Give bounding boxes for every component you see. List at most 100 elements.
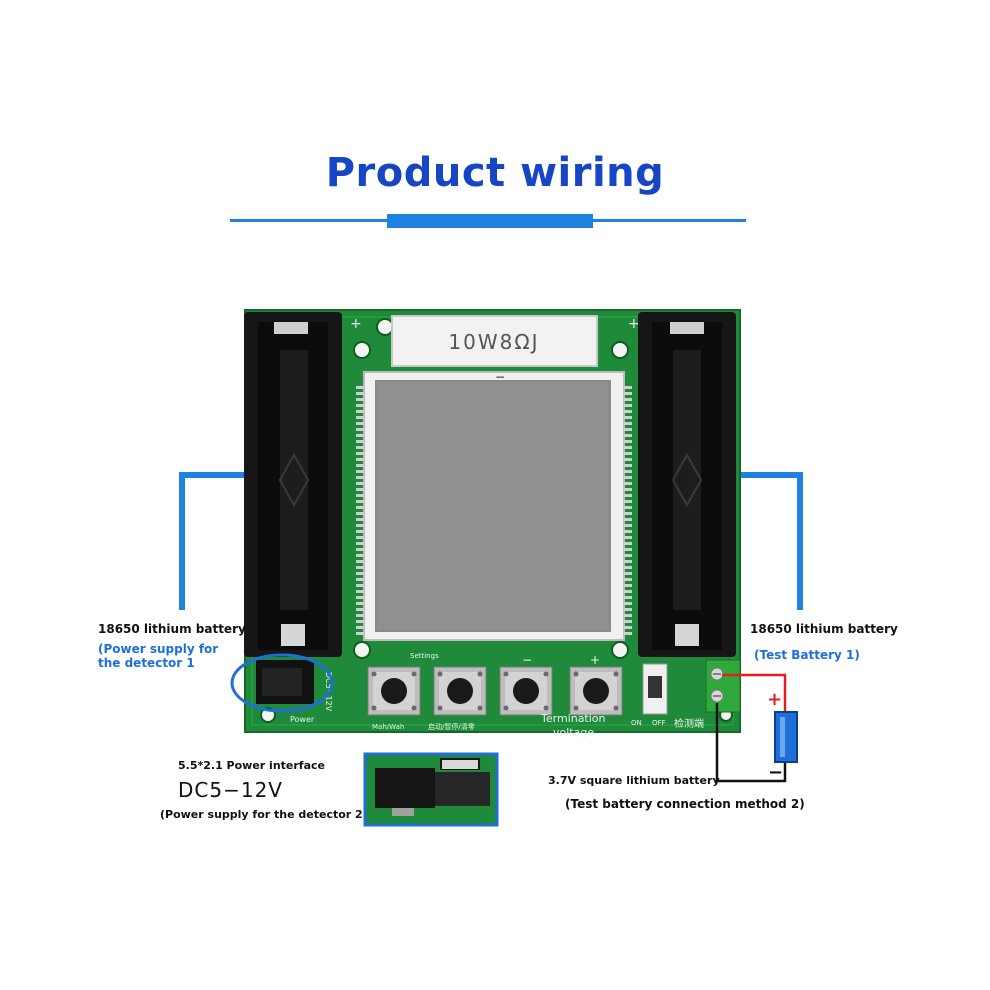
mount-hole <box>353 641 371 659</box>
lcd-pin <box>624 530 632 533</box>
right-battery-desc: (Test Battery 1) <box>754 648 860 662</box>
power-resistor: 10W8ΩJ <box>391 315 598 367</box>
red-wire <box>722 673 787 712</box>
lcd-pin <box>624 608 632 611</box>
lcd-pin <box>624 386 632 389</box>
lcd-pin <box>356 410 364 413</box>
lcd-pin <box>624 434 632 437</box>
lcd-pin <box>356 548 364 551</box>
lcd-pin <box>356 386 364 389</box>
lcd-pin <box>624 506 632 509</box>
lcd-pin <box>356 542 364 545</box>
lcd-pin <box>356 392 364 395</box>
switch-off-label: OFF <box>652 719 666 727</box>
dc-voltage-label: DC5−12V <box>178 778 283 802</box>
lcd-pin <box>624 584 632 587</box>
minus-sign: − <box>768 762 783 783</box>
lcd-pin <box>624 428 632 431</box>
left-battery-holder <box>244 312 342 657</box>
mount-hole <box>353 341 371 359</box>
power-supply-2-label: (Power supply for the detector 2 <box>160 808 363 821</box>
tactile-buttons <box>367 666 623 716</box>
lcd-pin <box>624 500 632 503</box>
square-battery-label: 3.7V square lithium battery <box>548 774 720 787</box>
power-interface-label: 5.5*2.1 Power interface <box>178 759 325 772</box>
mount-hole <box>611 341 629 359</box>
lcd-pin <box>356 560 364 563</box>
lcd-pin <box>356 440 364 443</box>
lcd-pin <box>624 440 632 443</box>
lcd-minus-mark: − <box>495 370 505 384</box>
lcd-pin <box>624 554 632 557</box>
button-label-start: 启动/暂停/清零 <box>428 722 475 731</box>
detect-label: 检测端 <box>674 717 704 730</box>
button-label-mode: Mah/Wah <box>372 723 404 731</box>
tactile-button <box>569 666 623 716</box>
lcd-pin <box>356 488 364 491</box>
lcd-pin <box>356 416 364 419</box>
power-jack-highlight <box>230 653 334 713</box>
tactile-button <box>367 666 421 716</box>
plus-sign: + <box>767 689 782 710</box>
lcd-pin <box>624 602 632 605</box>
lcd-pin <box>624 452 632 455</box>
pcb-plus-mark: + <box>628 316 640 332</box>
lcd-pin <box>356 536 364 539</box>
lcd-pin <box>356 494 364 497</box>
lcd-pin <box>624 614 632 617</box>
lcd-pin <box>356 512 364 515</box>
lcd-pin <box>356 476 364 479</box>
right-callout-bracket <box>736 472 803 610</box>
lcd-display: − <box>356 370 632 641</box>
lcd-pin <box>356 596 364 599</box>
lcd-pin <box>356 458 364 461</box>
left-battery-desc: (Power supply for the detector 1 <box>98 642 219 670</box>
lcd-pin <box>356 572 364 575</box>
lcd-pin <box>624 560 632 563</box>
power-label: Power <box>290 715 315 724</box>
resistor-label: 10W8ΩJ <box>448 330 539 354</box>
lcd-pin <box>624 404 632 407</box>
pcb-plus-mark: + <box>350 316 362 332</box>
button-plus-mark: + <box>590 653 600 667</box>
lcd-pin <box>624 458 632 461</box>
lcd-pin <box>624 398 632 401</box>
lcd-pin <box>356 578 364 581</box>
right-battery-title: 18650 lithium battery <box>750 622 898 636</box>
lcd-pin <box>356 482 364 485</box>
button-minus-mark: − <box>522 653 532 667</box>
lcd-pin <box>356 464 364 467</box>
lcd-pin <box>624 494 632 497</box>
termination-label: Termination <box>540 712 606 725</box>
lcd-pin <box>356 632 364 635</box>
lcd-pin <box>624 542 632 545</box>
lcd-pin <box>356 404 364 407</box>
lcd-pin <box>624 590 632 593</box>
black-wire <box>715 703 787 783</box>
lcd-pin <box>356 398 364 401</box>
lcd-pin <box>624 392 632 395</box>
lcd-pin <box>624 446 632 449</box>
title-underline-accent <box>387 214 593 228</box>
lcd-pin <box>624 524 632 527</box>
switch-on-label: ON <box>631 719 642 727</box>
lcd-pin <box>356 584 364 587</box>
lcd-pin <box>624 518 632 521</box>
lcd-pin <box>624 620 632 623</box>
lcd-pin <box>624 596 632 599</box>
tactile-button <box>499 666 553 716</box>
lcd-pin <box>624 422 632 425</box>
lcd-pin <box>624 476 632 479</box>
lcd-pin <box>356 518 364 521</box>
lcd-pins-right <box>624 386 632 635</box>
lcd-pin <box>624 536 632 539</box>
power-jack-inset <box>363 752 499 827</box>
lcd-pin <box>624 566 632 569</box>
lcd-pin <box>356 422 364 425</box>
lcd-pin <box>356 608 364 611</box>
page-title: Product wiring <box>325 150 665 196</box>
voltage-label: voltage <box>553 726 594 739</box>
lcd-pin <box>356 590 364 593</box>
lcd-pin <box>356 530 364 533</box>
